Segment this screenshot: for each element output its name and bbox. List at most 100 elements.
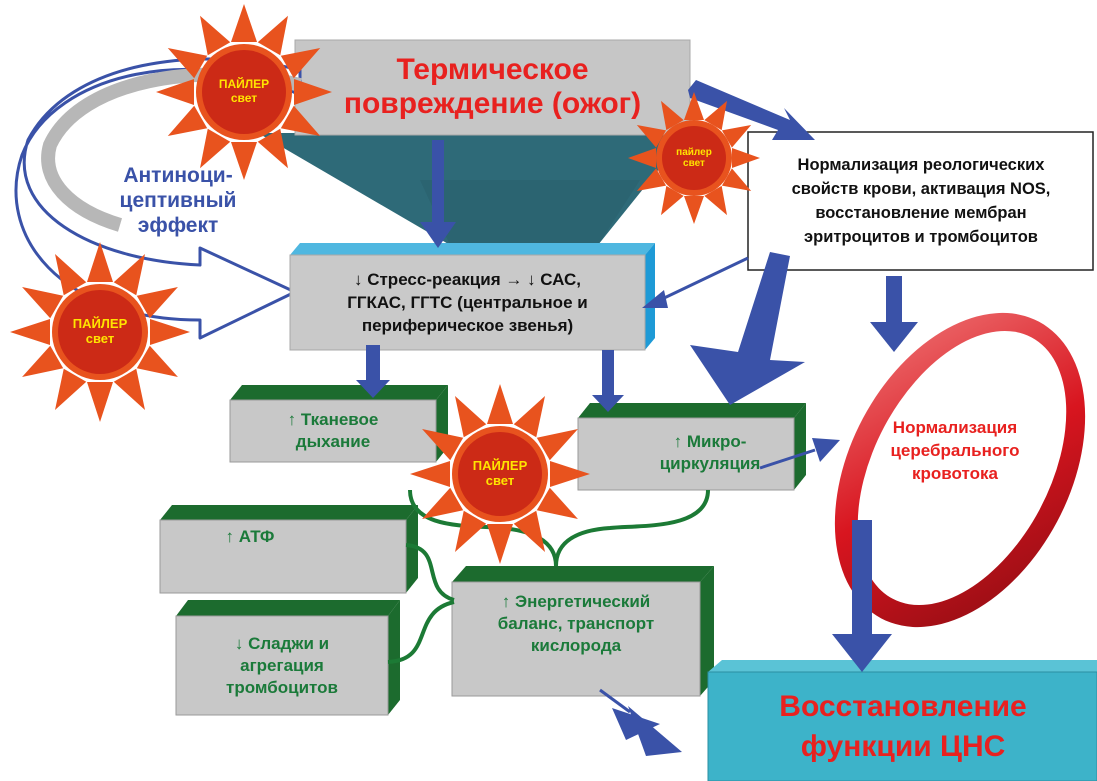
- energy-box: [451, 581, 701, 697]
- blue-arrow-icon: [356, 80, 918, 756]
- sun-ray: [628, 148, 656, 168]
- sludge-box: [175, 615, 389, 716]
- sun-ray: [55, 254, 87, 296]
- sun-ray: [684, 92, 704, 120]
- rheology-box: [747, 131, 1094, 271]
- sun-ray: [513, 510, 545, 552]
- sun-ray: [721, 168, 752, 191]
- sludge-line-3: тромбоцитов: [226, 677, 338, 697]
- sun-ray: [487, 384, 513, 424]
- green-connector-sludge: [387, 600, 455, 664]
- sun-ray: [55, 368, 87, 410]
- sun-ray: [280, 48, 321, 79]
- title-box: [294, 39, 691, 136]
- sun-ray: [22, 345, 64, 377]
- sludge-line-2: агрегация: [240, 655, 324, 675]
- ring-inner: [857, 330, 1067, 606]
- sun-core: [202, 50, 286, 134]
- sun-icon: [10, 242, 190, 422]
- cns-box: [707, 671, 1097, 781]
- tissue-text: ↑ Тканевое дыхание: [232, 402, 434, 460]
- sun-small-line-2: свет: [683, 158, 705, 169]
- sludge-box-top: [176, 600, 400, 616]
- sun-ray: [661, 100, 684, 131]
- sun-center-line-2: свет: [485, 473, 515, 488]
- sun-center-label: ПАЙЛЕР свет: [462, 452, 538, 496]
- tissue-line-1: ↑ Тканевое: [287, 410, 379, 429]
- sun-core: [58, 290, 142, 374]
- rheology-line-2: свойств крови, активация NOS,: [791, 180, 1051, 198]
- sun-small-label: пайлер свет: [664, 140, 724, 176]
- rheology-text: Нормализация реологических свойств крови…: [752, 136, 1090, 266]
- energy-box-top: [452, 566, 714, 582]
- sun-ray: [87, 382, 113, 422]
- cns-line-1: Восстановление: [779, 690, 1027, 723]
- stress-line-3: периферическое звенья): [361, 316, 574, 335]
- sun-ray: [294, 79, 332, 105]
- sun-ray: [136, 287, 178, 319]
- sun-ray: [536, 429, 578, 461]
- sun-ray: [422, 429, 464, 461]
- energy-line-2: баланс, транспорт: [497, 614, 655, 633]
- energy-text: ↑ Энергетический баланс, транспорт кисло…: [454, 584, 698, 664]
- cns-text: Восстановление функции ЦНС: [712, 676, 1094, 778]
- sun-ray: [22, 287, 64, 319]
- sun-ray: [636, 125, 667, 148]
- energy-line-3: кислорода: [530, 636, 622, 655]
- sun-ray: [422, 487, 464, 519]
- sun-ray: [257, 15, 288, 56]
- sludge-text: ↓ Сладжи и агрегация тромбоцитов: [178, 618, 386, 713]
- sun-ray: [280, 105, 321, 136]
- sun-ray: [661, 185, 684, 216]
- sun-center-line-1: ПАЙЛЕР: [472, 458, 528, 474]
- stress-line-2: ГГКАС, ГГТС (центральное и: [347, 293, 588, 312]
- antinociceptive-label: Антиноци- цептивный эффект: [98, 160, 258, 240]
- cns-box-top: [708, 660, 1097, 672]
- atp-box-side: [406, 505, 418, 593]
- sun-ray: [732, 148, 760, 168]
- rheology-line-4: эритроцитов и тромбоцитов: [804, 228, 1038, 246]
- sun-ray: [487, 524, 513, 564]
- stress-line-1: ↓ Стресс-реакция → ↓ САС,: [353, 270, 581, 289]
- sun-small-line-1: пайлер: [676, 146, 712, 158]
- sun-ray: [550, 461, 590, 487]
- antinociceptive-line-1: Антиноци-: [123, 163, 233, 187]
- sun-icon: [410, 384, 590, 564]
- cerebral-line-1: Нормализация: [892, 417, 1018, 437]
- sun-ray: [231, 142, 257, 180]
- sun-ray: [150, 319, 190, 345]
- micro-box-side: [794, 403, 806, 490]
- sun-ray: [455, 510, 487, 552]
- green-connector-atp: [405, 543, 455, 602]
- sun-ray: [156, 79, 194, 105]
- sun-ray: [167, 105, 208, 136]
- energy-box-side: [700, 566, 714, 696]
- sludge-line-1: ↓ Сладжи и: [234, 633, 330, 653]
- tissue-box: [229, 399, 437, 463]
- sun-ray: [455, 396, 487, 438]
- atp-box: [159, 519, 407, 594]
- sun-ray: [704, 100, 727, 131]
- curved-arrow: [14, 57, 302, 340]
- sun-ray: [704, 185, 727, 216]
- sun-ray: [113, 254, 145, 296]
- sun-ray: [10, 319, 50, 345]
- sludge-box-side: [388, 600, 400, 715]
- sun-core: [458, 432, 542, 516]
- sun-top-line-2: свет: [230, 91, 258, 105]
- sun-core: [662, 126, 726, 190]
- cns-line-2: функции ЦНС: [800, 730, 1006, 763]
- tissue-line-2: дыхание: [295, 432, 371, 451]
- rheology-line-1: Нормализация реологических: [797, 156, 1045, 174]
- sun-icon: [156, 4, 332, 180]
- tissue-box-top: [230, 385, 448, 400]
- sun-ray: [87, 242, 113, 282]
- green-brace-right: [554, 489, 710, 567]
- cerebral-line-3: кровотока: [912, 463, 998, 483]
- stress-box: [289, 254, 646, 351]
- energy-line-1: ↑ Энергетический: [501, 592, 651, 611]
- micro-line-1: ↑ Микро-: [673, 432, 747, 451]
- atp-box-top: [160, 505, 418, 520]
- title-line-1: Термическое: [396, 53, 589, 86]
